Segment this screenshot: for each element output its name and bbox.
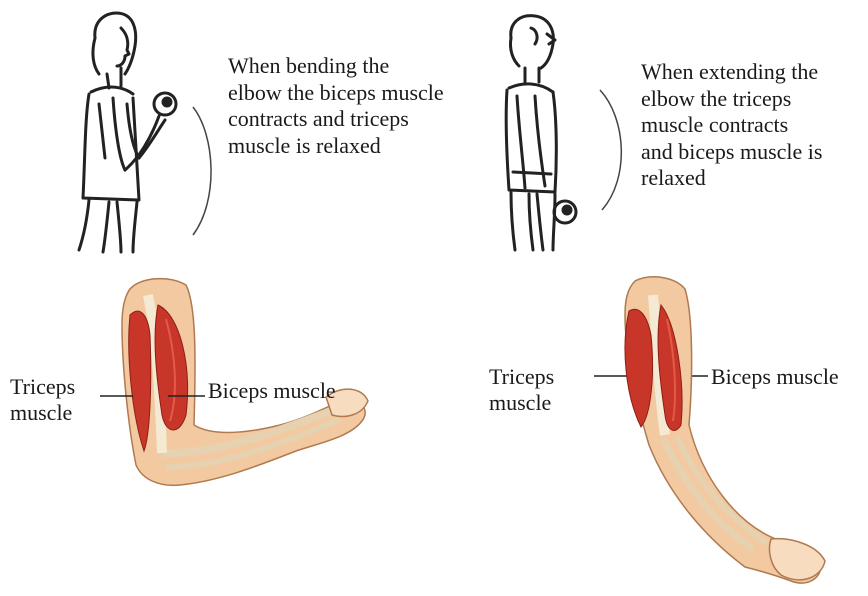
extended-arm-anatomy <box>585 275 835 595</box>
bending-triceps-label: Triceps muscle <box>10 374 75 426</box>
bending-biceps-label: Biceps muscle <box>208 378 336 404</box>
extending-triceps-label: Triceps muscle <box>489 364 554 416</box>
extending-biceps-label: Biceps muscle <box>711 364 839 390</box>
